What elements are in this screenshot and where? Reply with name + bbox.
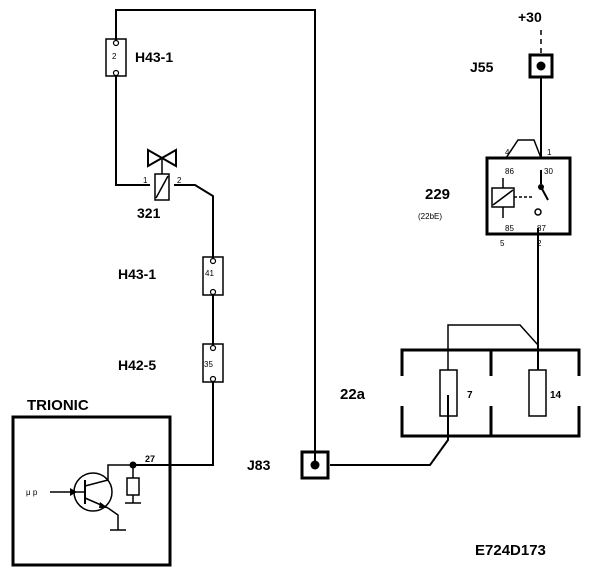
relay-box	[485, 156, 572, 236]
valve-label: 321	[137, 205, 161, 221]
j83-connector	[300, 450, 330, 480]
h43-top-pin: 2	[112, 52, 117, 61]
fuse-14	[528, 369, 547, 417]
relay-pin-86: 86	[505, 167, 514, 176]
h42-pin-bottom	[209, 375, 217, 383]
valve-solenoid-diag	[155, 175, 169, 199]
fuse-14-label: 14	[550, 390, 562, 401]
fuse-bus-link	[447, 324, 539, 370]
relay-coil-diag	[492, 189, 514, 206]
relay-pin-4: 4	[505, 148, 510, 157]
h42-pin: 35	[204, 360, 213, 369]
valve-pin-1: 1	[143, 176, 148, 185]
transistor-emitter-arrow	[99, 502, 108, 508]
relay-tab	[505, 139, 542, 159]
h43-mid-pin-bottom	[209, 288, 217, 296]
h43-mid-pin: 41	[205, 269, 214, 278]
j55-terminal	[536, 61, 546, 71]
trionic-input-label: μ p	[26, 488, 38, 497]
relay-pin-1: 1	[547, 148, 552, 157]
supply-label: +30	[518, 9, 542, 25]
fusebox-gap-left	[398, 376, 408, 406]
transistor-input-arrow	[70, 488, 77, 496]
h43-mid-label: H43-1	[118, 266, 156, 282]
trionic-pin: 27	[145, 454, 155, 464]
trionic-resistor	[126, 477, 140, 496]
h43-top-pin-bottom	[112, 69, 120, 77]
j83-label: J83	[247, 457, 271, 473]
wire-h43-to-valve	[115, 75, 150, 186]
relay-label: 229	[425, 186, 450, 203]
h43-mid-pin-top	[209, 257, 217, 265]
relay-pin-87: 87	[537, 224, 546, 233]
j83-terminal	[310, 460, 320, 470]
transistor-ground	[107, 507, 126, 531]
relay-switch-arm	[540, 186, 549, 201]
h42-pin-top	[209, 344, 217, 352]
fusebox-gap-mid	[485, 376, 497, 406]
fusebox-label: 22a	[340, 386, 366, 403]
wire-valve-to-h43mid	[174, 184, 214, 258]
trionic-label: TRIONIC	[27, 397, 89, 414]
fusebox-gap-right	[573, 376, 583, 406]
wire-h42-to-trionic	[133, 380, 214, 466]
trionic-box	[11, 415, 172, 567]
transistor-collector	[84, 479, 109, 487]
h43-top-pin-top	[112, 39, 120, 47]
fuse-7-label: 7	[467, 390, 473, 401]
j55-label: J55	[470, 59, 494, 75]
relay-pin-30: 30	[544, 167, 553, 176]
j55-connector	[528, 53, 554, 79]
relay-pin-2: 2	[537, 239, 542, 248]
valve-solenoid	[154, 173, 170, 201]
wire-j83-to-fuse7	[330, 395, 449, 466]
relay-pin-5: 5	[500, 239, 505, 248]
relay-sublabel: (22bE)	[418, 212, 442, 221]
valve-pin-2: 2	[177, 176, 182, 185]
wire-top-loop	[115, 9, 316, 462]
relay-pin-85: 85	[505, 224, 514, 233]
relay-contact	[534, 208, 542, 216]
h43-top-label: H43-1	[135, 49, 173, 65]
trionic-resistor-ground	[125, 495, 141, 504]
diagram-id: E724D173	[475, 542, 546, 559]
trionic-collector-wire	[107, 464, 133, 480]
h42-label: H42-5	[118, 357, 156, 373]
